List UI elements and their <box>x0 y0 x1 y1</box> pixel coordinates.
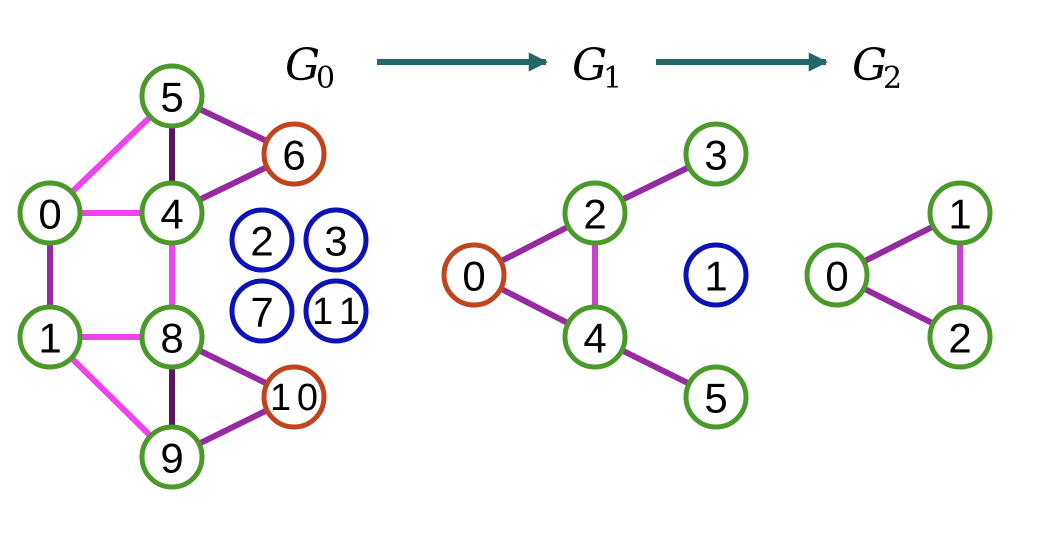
node-g0-7: 7 <box>229 278 295 344</box>
node-circle <box>927 180 993 246</box>
node-circle <box>804 242 870 308</box>
node-g0-5: 5 <box>139 63 205 129</box>
node-label: 5 <box>160 74 183 121</box>
node-circle <box>562 304 628 370</box>
node-g0-1: 1 <box>17 304 83 370</box>
node-label: 2 <box>250 218 273 265</box>
node-label: 8 <box>160 315 183 362</box>
node-g0-2: 2 <box>229 207 295 273</box>
node-g1-5: 5 <box>683 364 749 430</box>
node-g1-1: 1 <box>683 242 749 308</box>
node-g2-1: 1 <box>927 180 993 246</box>
node-circle <box>139 63 205 129</box>
node-label: 5 <box>704 375 727 422</box>
node-g0-4: 4 <box>139 180 205 246</box>
node-g2-0: 0 <box>804 242 870 308</box>
node-circle <box>17 180 83 246</box>
node-circle <box>303 278 369 344</box>
title-g0-script: G <box>285 40 320 91</box>
node-g1-2: 2 <box>562 180 628 246</box>
node-circle <box>17 304 83 370</box>
node-g0-3: 3 <box>303 207 369 273</box>
title-g1: G 1 <box>572 40 622 96</box>
node-circle <box>139 180 205 246</box>
node-circle <box>261 364 327 430</box>
node-label: 2 <box>583 191 606 238</box>
node-label: 4 <box>160 191 183 238</box>
node-circle <box>927 304 993 370</box>
node-circle <box>441 242 507 308</box>
node-circle <box>683 121 749 187</box>
node-circle <box>139 304 205 370</box>
node-circle <box>683 242 749 308</box>
node-g0-9: 9 <box>139 424 205 490</box>
node-label: 1 <box>38 315 61 362</box>
node-label: 9 <box>160 435 183 482</box>
node-g0-10: 10 <box>261 364 327 430</box>
node-label: 0 <box>38 191 61 238</box>
node-g1-4: 4 <box>562 304 628 370</box>
node-circle <box>261 121 327 187</box>
node-circle <box>683 364 749 430</box>
node-label: 0 <box>825 253 848 300</box>
node-g1-0: 0 <box>441 242 507 308</box>
title-g2-script: G <box>852 40 887 91</box>
node-g0-8: 8 <box>139 304 205 370</box>
node-circle <box>139 424 205 490</box>
node-label: 6 <box>282 132 305 179</box>
node-circle <box>229 207 295 273</box>
node-label: 3 <box>324 218 347 265</box>
title-g2-subscript: 2 <box>883 61 902 96</box>
node-label: 0 <box>462 253 485 300</box>
node-label: 3 <box>704 132 727 179</box>
title-g1-script: G <box>572 40 607 91</box>
title-g1-subscript: 1 <box>603 61 622 96</box>
node-circle <box>562 180 628 246</box>
node-label: 1 <box>948 191 971 238</box>
title-g0-subscript: 0 <box>316 61 335 96</box>
node-g1-3: 3 <box>683 121 749 187</box>
node-label: 7 <box>250 289 273 336</box>
node-label: 2 <box>948 315 971 362</box>
title-g0: G 0 <box>285 40 335 96</box>
node-g2-2: 2 <box>927 304 993 370</box>
node-label: 1 <box>704 253 727 300</box>
node-g0-6: 6 <box>261 121 327 187</box>
node-circle <box>303 207 369 273</box>
node-g0-11: 11 <box>303 278 369 344</box>
title-g2: G 2 <box>852 40 902 96</box>
node-label: 4 <box>583 315 606 362</box>
node-circle <box>229 278 295 344</box>
node-g0-0: 0 <box>17 180 83 246</box>
